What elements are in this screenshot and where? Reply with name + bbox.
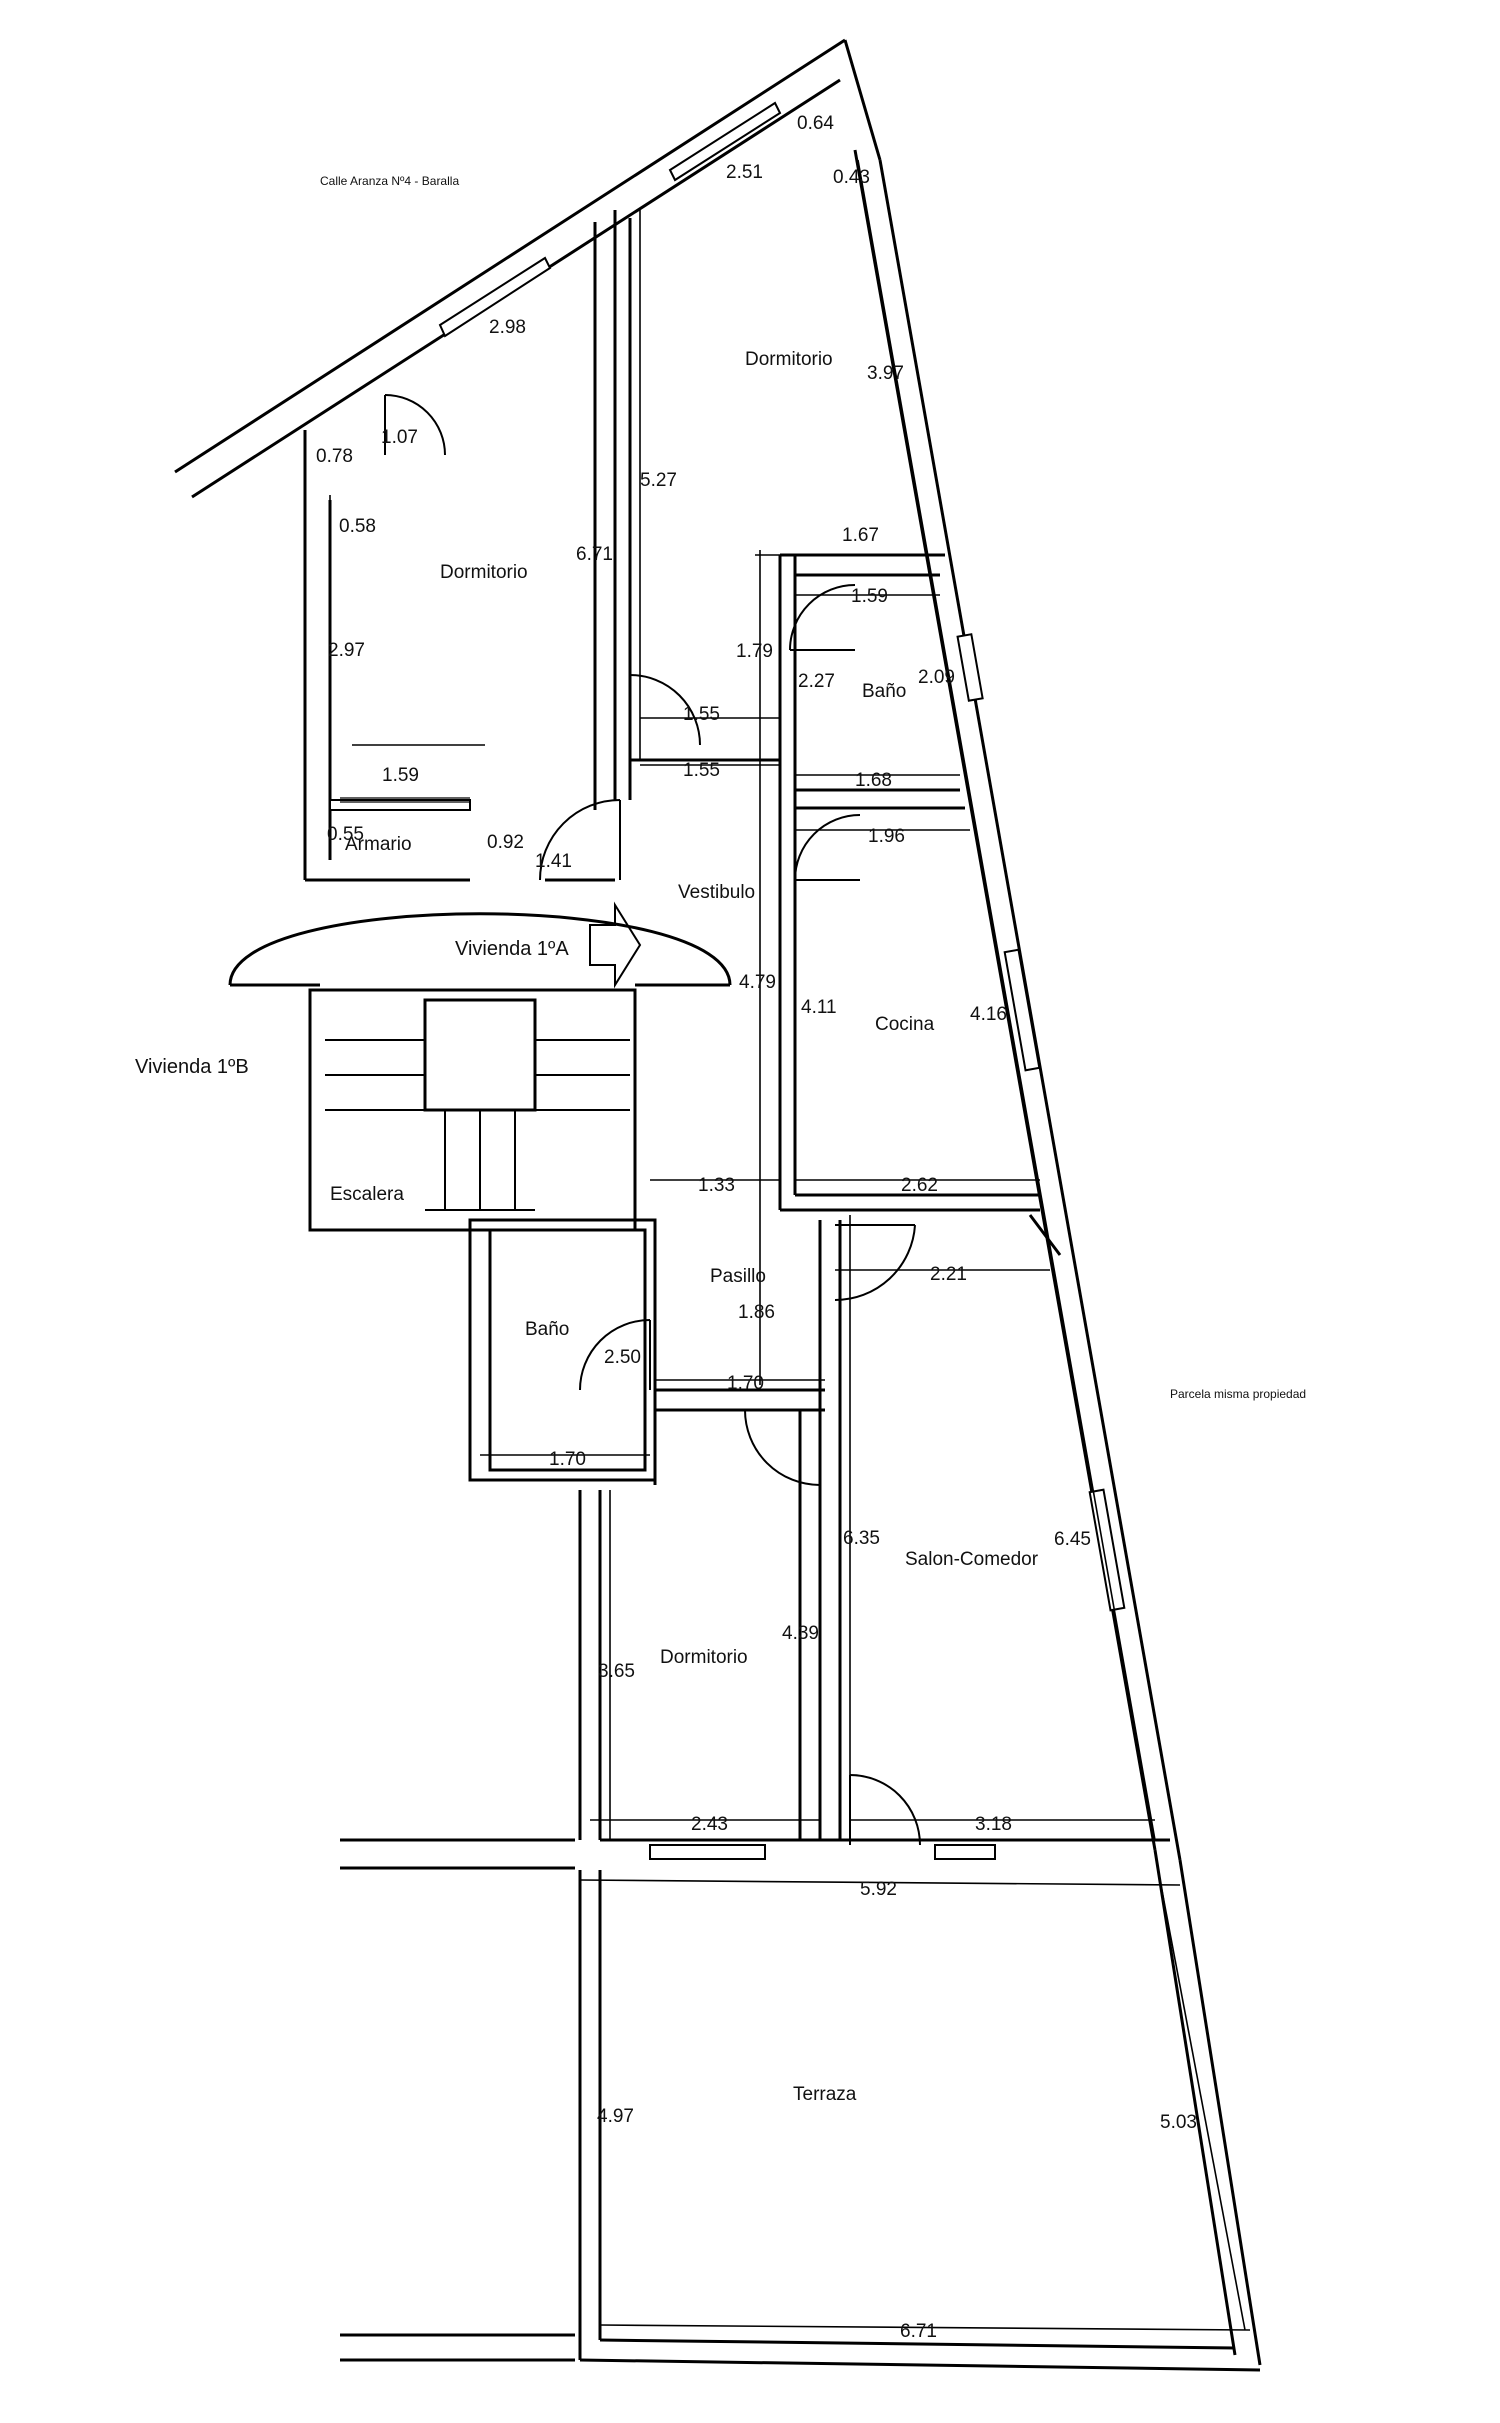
room-cocina: Cocina	[875, 1014, 935, 1035]
room-pasillo: Pasillo	[710, 1266, 766, 1287]
dim-label: 4.97	[597, 2106, 634, 2127]
dim-label: 6.35	[843, 1528, 880, 1549]
dim-label: 1.59	[851, 586, 888, 607]
dim-label: 0.78	[316, 446, 353, 467]
windows	[329, 101, 1126, 1860]
dim-label: 3.18	[975, 1814, 1012, 1835]
dim-label: 6.45	[1054, 1529, 1091, 1550]
room-terraza: Terraza	[793, 2084, 857, 2105]
dim-label: 5.27	[640, 470, 677, 491]
dim-label: 1.33	[698, 1175, 735, 1196]
dim-label: 1.59	[382, 765, 419, 786]
dim-label: 0.55	[327, 824, 364, 845]
room-vestibulo: Vestibulo	[678, 882, 755, 903]
dim-label: 4.39	[782, 1623, 819, 1644]
dim-label: 1.86	[738, 1302, 775, 1323]
dim-label: 1.55	[683, 760, 720, 781]
dim-label: 2.43	[691, 1814, 728, 1835]
neighbor-parcel-label: Parcela misma propiedad	[1170, 1387, 1306, 1401]
dim-label: 2.50	[604, 1347, 641, 1368]
dim-label: 2.98	[489, 317, 526, 338]
this-unit-label: Vivienda 1ºA	[455, 938, 569, 960]
dim-label: 2.27	[798, 671, 835, 692]
room-bano-bottom: Baño	[525, 1319, 569, 1340]
dim-label: 2.97	[328, 640, 365, 661]
labels: Calle Aranza Nº4 - Baralla Parcela misma…	[135, 113, 1306, 2342]
dim-label: 0.92	[487, 832, 524, 853]
dim-label: 1.07	[381, 427, 418, 448]
dim-label: 5.92	[860, 1879, 897, 1900]
room-dormitorio-left: Dormitorio	[440, 562, 528, 583]
dim-label: 1.79	[736, 641, 773, 662]
exterior-walls	[174, 38, 1262, 2372]
dimension-lines	[329, 159, 1251, 2340]
room-dormitorio-top: Dormitorio	[745, 349, 833, 370]
dim-label: 6.71	[576, 544, 613, 565]
dim-label: 4.16	[970, 1004, 1007, 1025]
dim-label: 2.51	[726, 162, 763, 183]
dim-label: 0.43	[833, 167, 870, 188]
room-escalera: Escalera	[330, 1184, 404, 1205]
dim-label: 1.67	[842, 525, 879, 546]
dim-label: 5.03	[1160, 2112, 1197, 2133]
room-armario: Armario	[345, 834, 412, 855]
other-unit-label: Vivienda 1ºB	[135, 1056, 249, 1078]
dim-label: 4.79	[739, 972, 776, 993]
street-label: Calle Aranza Nº4 - Baralla	[320, 174, 459, 188]
room-bano-top: Baño	[862, 681, 906, 702]
dim-label: 1.41	[535, 851, 572, 872]
room-salon: Salon-Comedor	[905, 1549, 1039, 1570]
dim-label: 3.97	[867, 363, 904, 384]
dim-label: 0.58	[339, 516, 376, 537]
interior-walls	[303, 210, 1170, 1842]
arrow-right-icon	[589, 901, 642, 989]
room-dormitorio-bottom: Dormitorio	[660, 1647, 748, 1668]
dim-label: 1.70	[727, 1373, 764, 1394]
dim-label: 2.21	[930, 1264, 967, 1285]
dim-label: 6.71	[900, 2321, 937, 2342]
armario-hatch	[340, 797, 470, 803]
dim-label: 3.65	[598, 1661, 635, 1682]
dim-label: 1.68	[855, 770, 892, 791]
dim-label: 1.96	[868, 826, 905, 847]
entry-arch	[228, 912, 732, 987]
dim-label: 4.11	[801, 997, 837, 1018]
dim-label: 2.09	[918, 667, 955, 688]
dim-label: 2.62	[901, 1175, 938, 1196]
dim-label: 0.64	[797, 113, 834, 134]
dim-label: 1.70	[549, 1449, 586, 1470]
dim-label: 1.55	[683, 704, 720, 725]
